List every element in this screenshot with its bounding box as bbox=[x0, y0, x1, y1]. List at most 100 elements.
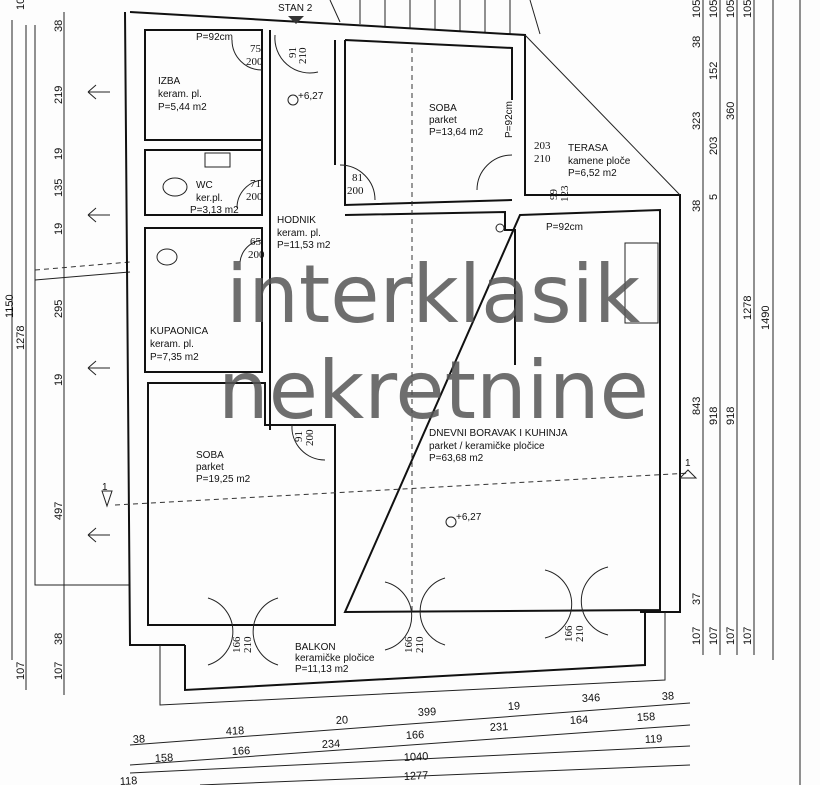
room-area: P=6,52 m2 bbox=[568, 168, 617, 179]
room-name: TERASA bbox=[568, 143, 608, 154]
room-name: WC bbox=[196, 180, 213, 191]
room-area: P=3,13 m2 bbox=[190, 205, 239, 216]
dimension-label: 346 bbox=[582, 692, 601, 705]
door-height: 200 bbox=[248, 249, 265, 261]
dimension-label: 418 bbox=[226, 725, 245, 738]
toilet-icon bbox=[162, 177, 188, 197]
dimension-label: 107 bbox=[15, 662, 27, 680]
dimension-label: 158 bbox=[637, 711, 656, 724]
dimension-label: 399 bbox=[418, 706, 437, 719]
door-height: 200 bbox=[246, 191, 263, 203]
dimension-label: 918 bbox=[725, 407, 737, 425]
watermark-line: nekretnine bbox=[218, 344, 649, 437]
door-height: 210 bbox=[297, 47, 309, 64]
door-height: 200 bbox=[304, 429, 316, 446]
dimension-label: 234 bbox=[322, 738, 341, 751]
section-label: 1 bbox=[685, 458, 691, 469]
dimension-label: 19 bbox=[53, 223, 65, 235]
dimension-label: 295 bbox=[53, 300, 65, 318]
dimension-label: 38 bbox=[691, 36, 703, 48]
dimension-label: 105 bbox=[725, 0, 737, 18]
room-area: P=63,68 m2 bbox=[429, 453, 484, 464]
door-height: 210 bbox=[534, 153, 551, 165]
door-width: 75 bbox=[250, 43, 262, 55]
room-floor: kamene ploče bbox=[568, 156, 631, 167]
dimension-label: 158 bbox=[155, 752, 174, 765]
room-floor: keram. pl. bbox=[158, 89, 202, 100]
dimension-label: 5 bbox=[708, 194, 720, 200]
room-name: SOBA bbox=[196, 450, 224, 461]
dimension-label: 166 bbox=[232, 745, 251, 758]
toilet-icon bbox=[156, 248, 178, 266]
room-terasa: TERASA kamene ploče P=6,52 m2 bbox=[568, 143, 631, 179]
dimension-label: 105 bbox=[15, 0, 27, 10]
room-area: P=11,13 m2 bbox=[295, 664, 349, 675]
dimension-label: 1490 bbox=[760, 306, 772, 330]
dimension-label: 107 bbox=[53, 662, 65, 680]
room-soba-1: SOBA parket P=19,25 m2 bbox=[196, 450, 251, 485]
dimension-label: 105 bbox=[691, 0, 703, 18]
dimension-label: 918 bbox=[708, 407, 720, 425]
room-name: SOBA bbox=[429, 103, 457, 114]
room-izba: IZBA keram. pl. P=5,44 m2 bbox=[158, 76, 207, 113]
door-height: 123 bbox=[559, 185, 571, 202]
roof-break-line bbox=[34, 271, 131, 281]
fixtures bbox=[156, 152, 505, 266]
watermark-line: interklasik bbox=[226, 248, 641, 341]
dimension-label: 1278 bbox=[15, 326, 27, 350]
room-floor: keramičke pločice bbox=[295, 653, 375, 664]
dimension-label: 323 bbox=[691, 112, 703, 130]
room-floor: parket bbox=[196, 462, 224, 473]
door-width: 166 bbox=[563, 625, 575, 642]
door-height: 200 bbox=[347, 185, 364, 197]
dimension-label: 20 bbox=[336, 714, 349, 727]
dimension-label: 1277 bbox=[404, 770, 429, 783]
dimension-label: 843 bbox=[691, 397, 703, 415]
dimension-label: 38 bbox=[53, 20, 65, 32]
window-label: P=92cm bbox=[504, 101, 515, 138]
room-floor: parket / keramičke pločice bbox=[429, 441, 545, 452]
room-floor: keram. pl. bbox=[150, 339, 194, 350]
watermark: interklasik nekretnine bbox=[218, 248, 649, 437]
dimension-label: 164 bbox=[570, 714, 589, 727]
dimension-label: 105 bbox=[742, 0, 754, 18]
door-height: 210 bbox=[414, 636, 426, 653]
roof-slab-outline bbox=[34, 25, 130, 586]
room-balkon: BALKON keramičke pločice P=11,13 m2 bbox=[295, 642, 375, 675]
door-width: 71 bbox=[250, 178, 261, 190]
room-name: KUPAONICA bbox=[150, 326, 208, 337]
slope-arrows bbox=[87, 84, 110, 543]
section-mark: 1 bbox=[101, 482, 113, 508]
level-icon bbox=[287, 94, 299, 106]
room-floor: keram. pl. bbox=[277, 228, 321, 239]
door-height: 210 bbox=[574, 625, 586, 642]
room-soba-2: SOBA parket P=13,64 m2 bbox=[429, 103, 484, 138]
dimension-label: 166 bbox=[406, 729, 425, 742]
dimension-label: 19 bbox=[508, 700, 521, 713]
room-name: HODNIK bbox=[277, 215, 316, 226]
level-icon bbox=[445, 516, 457, 528]
room-area: P=13,64 m2 bbox=[429, 127, 484, 138]
window-label: P=92cm bbox=[546, 222, 583, 233]
room-area: P=7,35 m2 bbox=[150, 352, 199, 363]
door-width: 166 bbox=[403, 636, 415, 653]
dimension-label: 38 bbox=[662, 690, 675, 703]
dimension-label: 107 bbox=[725, 627, 737, 645]
dimension-label: 38 bbox=[133, 733, 146, 746]
dimension-label: 105 bbox=[708, 0, 720, 18]
door-swings bbox=[207, 34, 609, 666]
level-value: +6,27 bbox=[456, 512, 482, 523]
section-line bbox=[114, 472, 691, 506]
dimension-label: 1150 bbox=[4, 294, 16, 318]
door-width: 81 bbox=[352, 172, 363, 184]
room-dnevni-boravak: DNEVNI BORAVAK I KUHINJA parket / kerami… bbox=[429, 428, 568, 464]
dimension-label: 38 bbox=[53, 633, 65, 645]
entrance-marker-icon bbox=[288, 16, 304, 24]
dimension-label: 107 bbox=[691, 627, 703, 645]
dimension-label: 360 bbox=[725, 102, 737, 120]
level-marker: +6,27 bbox=[445, 512, 482, 528]
dimension-label: 37 bbox=[691, 593, 703, 605]
